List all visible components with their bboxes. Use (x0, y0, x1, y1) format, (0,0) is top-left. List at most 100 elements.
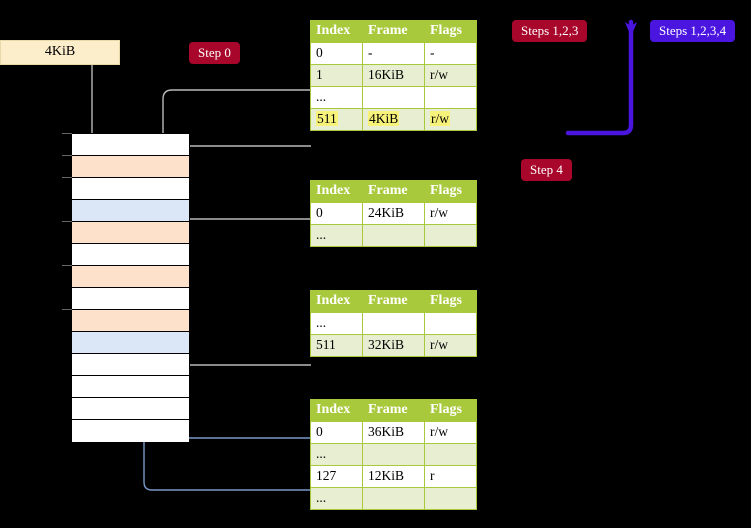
memory-tick-mark (62, 133, 72, 134)
steps123-badge: Steps 1,2,3 (512, 20, 588, 42)
memory-frame-row (72, 420, 189, 442)
table-cell-frame (362, 312, 425, 335)
memory-frame-row (62, 309, 189, 332)
table-row: ... (310, 312, 477, 335)
table-cell-index: 511 (310, 334, 363, 357)
column-header-flags: Flags (424, 399, 477, 422)
table-cell-flags: r/w (424, 421, 477, 444)
table-row: ... (310, 86, 477, 109)
wire-t3r511-to-memory (172, 308, 311, 366)
memory-frame-row (72, 244, 189, 266)
table-cell-index: 0 (310, 42, 363, 65)
memory-frame-row (62, 265, 189, 288)
table-cell-flags: r/w (424, 202, 477, 225)
column-header-frame: Frame (362, 290, 425, 313)
size-box-label: 4KiB (44, 44, 76, 59)
step0-badge: Step 0 (189, 42, 240, 64)
table-cell-frame: - (362, 42, 425, 65)
table-cell-flags: r/w (424, 334, 477, 357)
table-cell-index: 0 (310, 202, 363, 225)
table-cell-index: 1 (310, 64, 363, 87)
highlighted-value: 511 (316, 111, 338, 126)
table-cell-index: 127 (310, 465, 363, 488)
memory-frame-row (72, 332, 189, 354)
table-cell-flags: - (424, 42, 477, 65)
memory-frame-row (62, 177, 189, 200)
step4-badge: Step 4 (521, 159, 572, 181)
column-header-frame: Frame (362, 399, 425, 422)
table-cell-index: 511 (310, 108, 363, 131)
table-row: ... (310, 443, 477, 466)
table-cell-frame: 24KiB (362, 202, 425, 225)
table-row: 511 4KiB r/w (310, 108, 477, 131)
table-cell-flags: r/w (424, 108, 477, 131)
wire-t2r0-to-memory (178, 218, 311, 266)
table-cell-frame (362, 487, 425, 510)
table-cell-index: ... (310, 443, 363, 466)
table-cell-frame (362, 224, 425, 247)
table-cell-index: 0 (310, 421, 363, 444)
memory-tick-mark (62, 221, 72, 222)
table-cell-frame (362, 443, 425, 466)
table-row: ... (310, 224, 477, 247)
column-header-flags: Flags (424, 180, 477, 203)
table-cell-frame: 36KiB (362, 421, 425, 444)
memory-tick-mark (62, 177, 72, 178)
column-header-index: Index (310, 20, 363, 43)
table-cell-flags (424, 312, 477, 335)
table-row: ... (310, 487, 477, 510)
memory-frame-row (72, 376, 189, 398)
memory-tick-mark (62, 309, 72, 310)
steps1234-label: Steps 1,2,3,4 (659, 23, 727, 38)
memory-tick-mark (62, 155, 72, 156)
steps123-label: Steps 1,2,3 (521, 23, 579, 38)
table-cell-index: ... (310, 312, 363, 335)
column-header-index: Index (310, 180, 363, 203)
memory-frame-row (72, 354, 189, 376)
wire-t1r511-to-memory (172, 145, 311, 155)
table-cell-index: ... (310, 224, 363, 247)
memory-tick-mark (62, 265, 72, 266)
memory-frame-row (72, 398, 189, 420)
table-cell-frame: 32KiB (362, 334, 425, 357)
table-cell-flags (424, 86, 477, 109)
memory-frame-row (62, 221, 189, 244)
table-cell-index: ... (310, 86, 363, 109)
table-cell-flags (424, 224, 477, 247)
memory-frame-row (62, 133, 189, 156)
table-cell-frame: 4KiB (362, 108, 425, 131)
table-cell-flags (424, 487, 477, 510)
step0-label: Step 0 (198, 45, 231, 60)
table-cell-frame: 12KiB (362, 465, 425, 488)
size-box-4kib: 4KiB (0, 40, 120, 65)
memory-frame-row (62, 155, 189, 178)
memory-frame-row (72, 200, 189, 222)
column-header-flags: Flags (424, 290, 477, 313)
memory-frame-row (72, 288, 189, 310)
table-row: 0-- (310, 42, 477, 65)
table-cell-flags: r (424, 465, 477, 488)
table-cell-flags: r/w (424, 64, 477, 87)
column-header-index: Index (310, 399, 363, 422)
column-header-frame: Frame (362, 180, 425, 203)
highlighted-value: r/w (430, 111, 450, 126)
table-cell-frame (362, 86, 425, 109)
table-cell-flags (424, 443, 477, 466)
